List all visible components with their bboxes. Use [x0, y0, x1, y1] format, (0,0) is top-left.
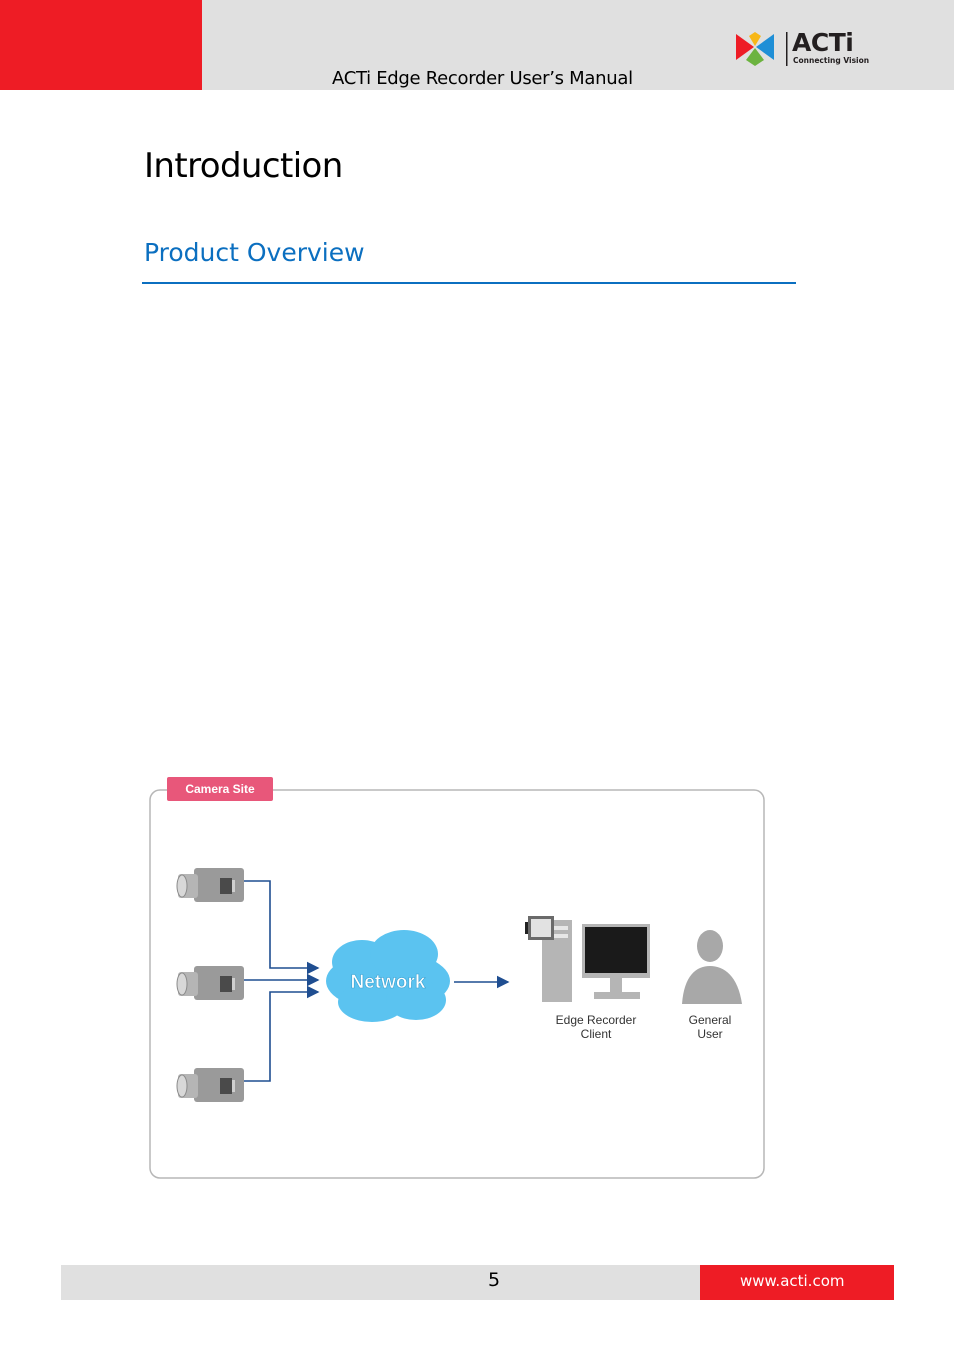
header-red-block: [0, 0, 202, 90]
client-label: Client: [581, 1027, 612, 1041]
footer-bar: [61, 1265, 701, 1300]
client-label: Edge Recorder: [556, 1013, 637, 1027]
camera-icon: [176, 867, 245, 903]
logo-text: ACTi: [792, 28, 854, 57]
acti-logo-icon: [736, 32, 788, 66]
connection-arrow: [244, 880, 320, 975]
footer-red-block: [700, 1265, 894, 1300]
network-cloud-icon: [326, 930, 450, 1022]
computer-icon: [525, 916, 650, 1002]
logo-tagline: Connecting Vision: [793, 56, 870, 65]
camera-icon: [176, 965, 245, 1001]
network-label: Network: [351, 972, 426, 993]
section-divider: [142, 282, 796, 284]
connection-arrow: [244, 985, 320, 1082]
camera-site-frame: [149, 789, 765, 1179]
camera-site-badge: [167, 777, 273, 801]
footer-url-link[interactable]: www.acti.com: [740, 1272, 845, 1290]
page-title: Introduction: [144, 146, 343, 186]
header-title: ACTi Edge Recorder User’s Manual: [332, 68, 633, 89]
user-icon: [682, 930, 742, 1004]
product-overview-diagram: Camera Site Network Edge Recorder Client…: [149, 777, 765, 1179]
user-label: User: [697, 1027, 722, 1041]
camera-icon: [176, 1067, 245, 1103]
user-label: General: [689, 1013, 732, 1027]
section-title: Product Overview: [144, 238, 365, 267]
camera-site-label: Camera Site: [185, 782, 255, 796]
page-number: 5: [488, 1269, 501, 1291]
